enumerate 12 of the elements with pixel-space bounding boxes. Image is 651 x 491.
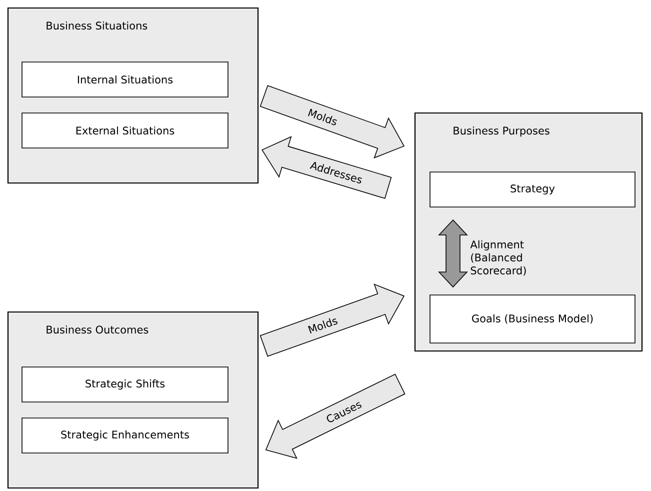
edge-label: Alignment (Balanced Scorecard) [470,240,526,276]
text-box: Goals (Business Model) [430,294,636,344]
block-arrow [265,374,406,459]
text-box: Internal Situations [22,62,228,98]
block-arrow [260,85,405,158]
text-box: Strategic Shifts [22,366,228,402]
edge-label: Molds [306,315,340,335]
edge-label: Molds [306,107,340,127]
text-box: Strategy [430,172,636,208]
block-arrow [260,284,405,357]
text-box: Strategic Enhancements [22,418,228,454]
text-box: External Situations [22,112,228,148]
